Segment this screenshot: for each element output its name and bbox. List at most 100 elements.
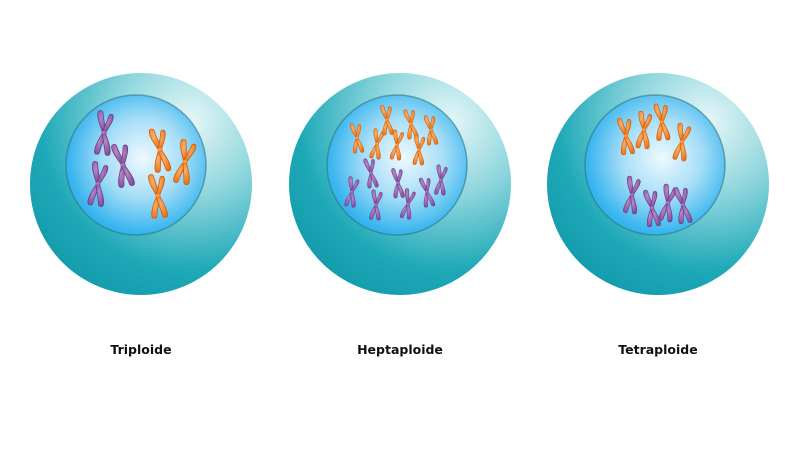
chromatid-arm bbox=[423, 115, 433, 130]
chromatid-arm bbox=[395, 132, 404, 145]
chromatid-arm bbox=[425, 192, 436, 207]
chromatid-arm bbox=[101, 133, 111, 156]
chromosome-purple bbox=[87, 161, 109, 207]
chromatid-arm bbox=[355, 124, 362, 138]
centromere bbox=[157, 147, 163, 153]
chromosome-orange bbox=[653, 103, 671, 141]
chromosome-purple bbox=[363, 158, 379, 189]
chromatid-arm bbox=[363, 158, 373, 173]
chromatid-arm bbox=[355, 138, 365, 153]
chromatid-arm bbox=[653, 103, 664, 122]
chromatid-arm bbox=[155, 175, 165, 196]
chromosome-purple bbox=[344, 176, 360, 208]
chromatid-arm bbox=[180, 139, 188, 162]
chromosome-purple bbox=[369, 189, 383, 221]
centromere bbox=[659, 120, 665, 124]
centromere bbox=[374, 203, 378, 207]
chromatid-arm bbox=[101, 113, 114, 133]
chromatid-arm bbox=[650, 208, 661, 227]
chromosome-orange bbox=[672, 122, 692, 162]
chromatid-arm bbox=[624, 136, 635, 155]
chromatid-arm bbox=[396, 183, 405, 198]
chromatid-arm bbox=[95, 184, 104, 207]
chromosome-orange bbox=[148, 174, 168, 219]
centromere bbox=[417, 148, 421, 152]
chromatid-arm bbox=[157, 129, 166, 150]
centromere bbox=[649, 206, 655, 210]
chromatid-arm bbox=[385, 106, 392, 120]
chromatid-arm bbox=[392, 129, 399, 145]
centromere bbox=[406, 202, 410, 206]
chromosome-orange bbox=[389, 129, 404, 161]
chromosome-purple bbox=[434, 164, 448, 196]
centromere bbox=[182, 159, 188, 165]
centromere bbox=[396, 181, 400, 185]
chromosome-orange bbox=[349, 123, 365, 154]
centromere bbox=[629, 193, 635, 197]
cell-tetraploid bbox=[547, 73, 769, 295]
chromosome-purple bbox=[673, 187, 693, 225]
chromatid-arm bbox=[429, 116, 436, 130]
chromatid-arm bbox=[663, 183, 671, 203]
centromere bbox=[641, 128, 647, 132]
chromosome-set-purple bbox=[344, 158, 448, 221]
chromatid-arm bbox=[182, 162, 190, 185]
label-tetraploid: Tetraploide bbox=[618, 342, 698, 357]
chromosome-purple bbox=[418, 177, 436, 208]
chromatid-arm bbox=[673, 187, 685, 205]
chromatid-arm bbox=[417, 150, 424, 166]
chromatid-arm bbox=[120, 144, 129, 165]
chromatid-arm bbox=[406, 204, 412, 220]
centromere bbox=[120, 162, 126, 168]
chromosome-set-purple bbox=[623, 175, 693, 228]
chromatid-arm bbox=[638, 110, 646, 130]
chromatid-arm bbox=[406, 191, 416, 204]
chromosome-purple bbox=[391, 168, 405, 199]
chromatid-arm bbox=[120, 165, 135, 186]
chromatid-arm bbox=[395, 145, 402, 161]
chromatid-arm bbox=[403, 109, 413, 124]
centromere bbox=[680, 203, 686, 207]
chromatid-arm bbox=[425, 178, 431, 192]
chromatid-arm bbox=[417, 136, 426, 150]
chromosome-purple bbox=[94, 110, 114, 156]
chromatid-arm bbox=[643, 189, 654, 208]
chromatid-arm bbox=[626, 175, 635, 195]
label-heptaploid: Heptaploide bbox=[357, 342, 443, 357]
chromosome-purple bbox=[399, 188, 416, 220]
chromatid-arm bbox=[439, 180, 446, 196]
centromere bbox=[101, 130, 107, 136]
chromatid-arm bbox=[665, 203, 673, 223]
chromatid-arm bbox=[369, 173, 379, 188]
chromatid-arm bbox=[148, 174, 161, 196]
centromere bbox=[429, 128, 433, 132]
centromere bbox=[369, 171, 373, 175]
chromatid-arm bbox=[681, 205, 693, 223]
chromatid-arm bbox=[92, 161, 101, 184]
chromatid-arm bbox=[429, 130, 439, 145]
chromatid-arm bbox=[369, 159, 375, 173]
cell-heptaploid bbox=[289, 73, 511, 295]
centromere bbox=[679, 140, 685, 144]
chromosome-set-orange bbox=[349, 105, 439, 166]
chromatid-arm bbox=[148, 128, 163, 150]
chromatid-arm bbox=[629, 195, 638, 215]
chromatid-arm bbox=[414, 134, 421, 150]
chromatid-arm bbox=[371, 189, 378, 205]
centromere bbox=[409, 122, 413, 126]
chromatid-arm bbox=[155, 196, 168, 218]
chromatid-arm bbox=[374, 192, 383, 205]
chromatid-arm bbox=[111, 144, 126, 165]
chromatid-arm bbox=[404, 188, 410, 204]
centromere bbox=[155, 193, 161, 199]
chromatid-arm bbox=[380, 105, 389, 120]
chromatid-arm bbox=[409, 110, 415, 124]
centromere bbox=[425, 190, 429, 194]
chromosome-orange bbox=[423, 115, 439, 146]
chromatid-arm bbox=[375, 144, 381, 160]
chromatid-arm bbox=[97, 110, 107, 133]
centromere bbox=[95, 181, 101, 187]
chromosome-orange bbox=[369, 128, 385, 160]
chromatid-arm bbox=[650, 191, 658, 208]
